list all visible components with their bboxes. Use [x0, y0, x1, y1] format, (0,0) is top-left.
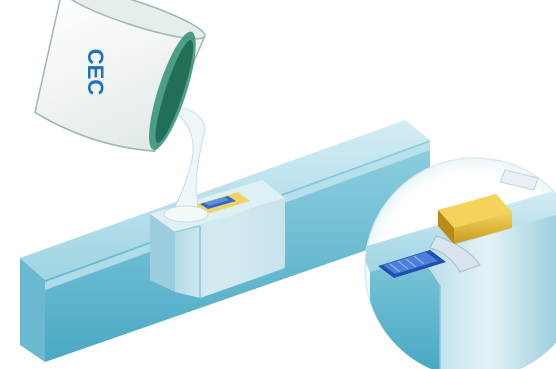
- cec-bucket: [21, 0, 208, 162]
- bucket-label: CEC: [83, 49, 108, 96]
